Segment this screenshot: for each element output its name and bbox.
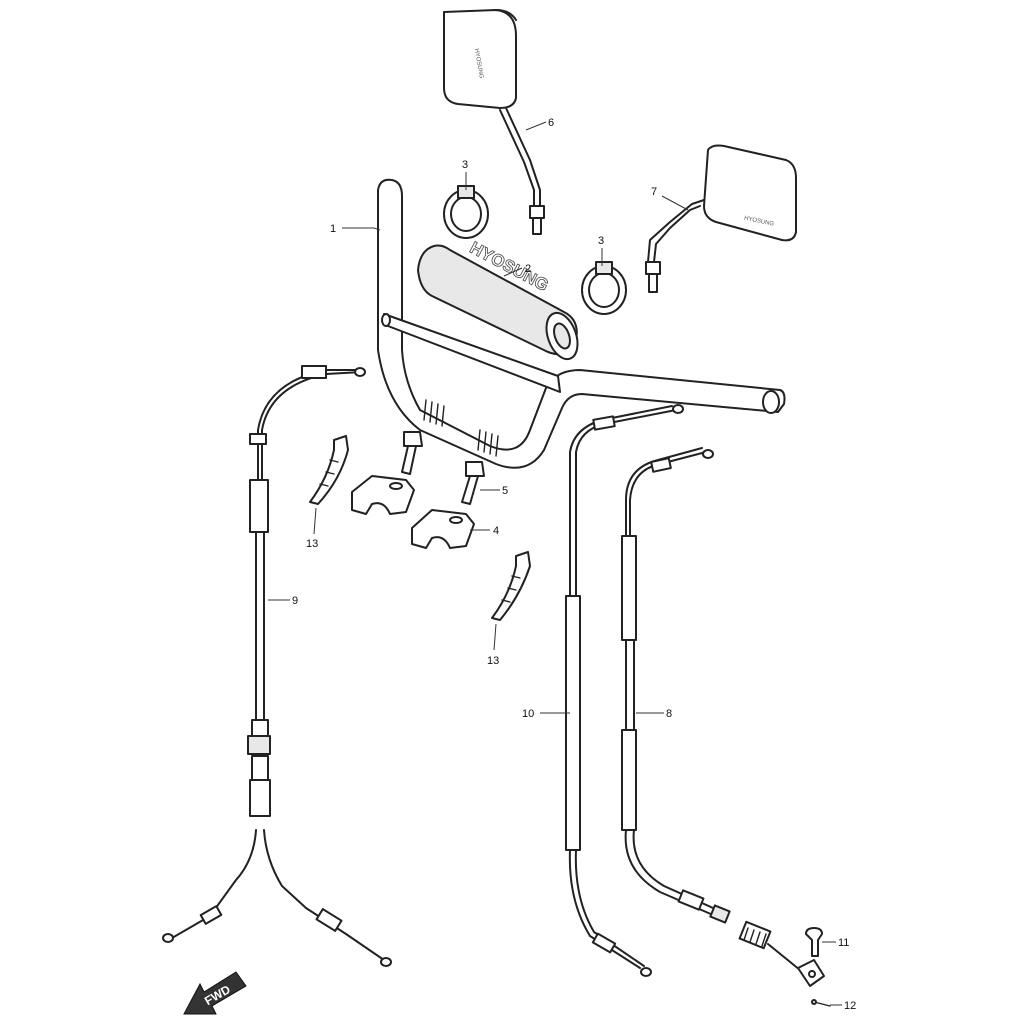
clamp-right[interactable] — [581, 261, 627, 315]
cable-tie-lower[interactable] — [491, 551, 531, 621]
callout-1: 1 — [330, 223, 336, 235]
callout-4: 4 — [493, 525, 499, 537]
callout-2: 2 — [525, 263, 531, 275]
callout-13b: 13 — [487, 655, 499, 667]
joint[interactable] — [797, 959, 825, 987]
callout-8: 8 — [666, 708, 672, 720]
clamp-left[interactable] — [443, 185, 489, 239]
bolt-lower[interactable] — [461, 461, 485, 505]
handlebar[interactable] — [377, 178, 786, 469]
callout-13a: 13 — [306, 538, 318, 550]
callout-5: 5 — [502, 485, 508, 497]
callout-6: 6 — [548, 117, 554, 129]
handlebar-knurl-left — [423, 399, 445, 427]
bolt-upper[interactable] — [401, 431, 423, 475]
callout-leaders — [268, 121, 842, 1006]
callout-3a: 3 — [462, 159, 468, 171]
throttle-cable[interactable] — [162, 365, 392, 967]
left-mirror-brand: HYOSUNG — [473, 48, 484, 79]
cotter-pin[interactable] — [811, 999, 831, 1007]
callout-9: 9 — [292, 595, 298, 607]
callout-11: 11 — [838, 937, 849, 949]
right-mirror[interactable]: HYOSUNG — [645, 144, 797, 293]
callout-3b: 3 — [598, 235, 604, 247]
left-mirror[interactable]: HYOSUNG — [443, 9, 545, 235]
brake-cable[interactable] — [621, 447, 801, 971]
handlebar-knurl-right — [477, 429, 499, 457]
callout-12: 12 — [844, 1000, 856, 1012]
holder-lower[interactable] — [411, 509, 475, 549]
pin[interactable] — [805, 927, 823, 957]
callout-10: 10 — [522, 708, 534, 720]
cable-tie-upper[interactable] — [309, 435, 349, 505]
holder-upper[interactable] — [351, 475, 415, 515]
fwd-arrow: FWD — [183, 971, 247, 1015]
callout-7: 7 — [651, 186, 657, 198]
clutch-cable[interactable] — [565, 404, 684, 977]
